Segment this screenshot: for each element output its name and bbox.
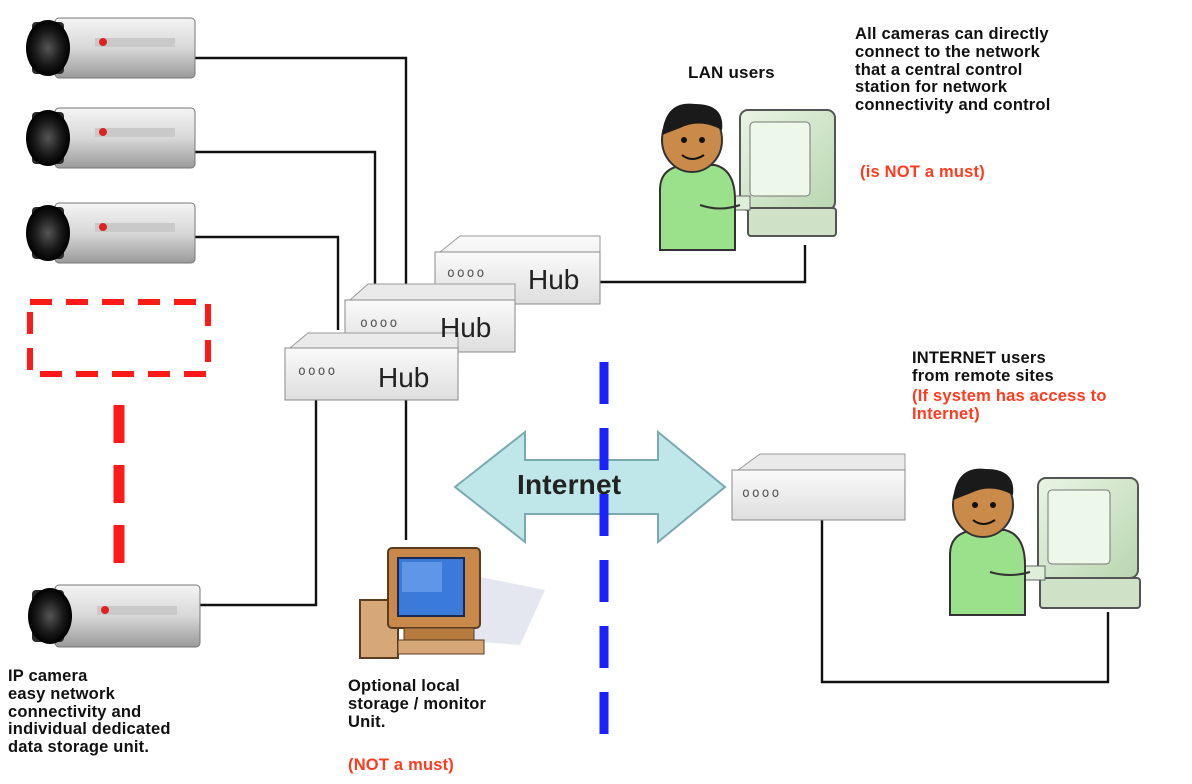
cable-router-internet-user — [820, 520, 1110, 684]
camera-caption-line-3: connectivity and — [8, 702, 142, 721]
placeholder-camera-box — [27, 299, 211, 377]
note-line-3: that a central control — [855, 60, 1023, 79]
storage-monitor-unit — [359, 547, 545, 659]
ip-camera-4 — [28, 584, 201, 648]
storage-caption-line-2: storage / monitor — [348, 694, 487, 713]
lan-user-illustration — [659, 103, 837, 251]
internet-router — [731, 453, 906, 521]
note-line-5: connectivity and control — [855, 96, 1051, 115]
hub-1-ports: oooo — [298, 364, 338, 379]
camera-caption-line-1: IP camera — [8, 667, 88, 685]
cable-camera-2 — [195, 150, 377, 285]
camera-caption-line-2: easy network — [8, 684, 115, 703]
ip-camera-2 — [26, 107, 196, 169]
cable-hub-lan — [600, 245, 807, 284]
ip-camera-1 — [26, 17, 196, 79]
storage-caption: Optional local storage / monitor Unit. — [348, 677, 487, 731]
storage-caption-line-1: Optional local — [348, 677, 460, 695]
lan-users-label: LAN users — [688, 63, 775, 82]
internet-user-illustration — [949, 468, 1141, 616]
internet-access-note: (If system has access to Internet) — [912, 387, 1107, 424]
camera-caption-line-5: data storage unit. — [8, 738, 150, 757]
note-line-2: connect to the network — [855, 42, 1040, 61]
hub-1 — [284, 332, 459, 401]
internet-access-line-1: (If system has access to — [912, 387, 1107, 405]
internet-arrow — [453, 429, 727, 545]
note-not-a-must: (is NOT a must) — [860, 163, 985, 181]
ip-camera-caption: IP camera easy network connectivity and … — [8, 667, 171, 757]
hub-3-label: Hub — [528, 264, 580, 295]
note-line-1: All cameras can directly — [855, 25, 1049, 43]
ip-camera-3 — [26, 202, 196, 264]
internet-label: Internet — [517, 469, 622, 500]
note-line-4: station for network — [855, 78, 1008, 97]
internet-users-label: INTERNET users from remote sites — [912, 349, 1054, 386]
camera-caption-line-4: individual dedicated — [8, 720, 171, 739]
cable-camera-3 — [195, 235, 340, 330]
network-note: All cameras can directly connect to the … — [855, 25, 1051, 115]
hub-1-label: Hub — [378, 362, 430, 393]
internet-access-line-2: Internet) — [912, 404, 980, 423]
cable-camera-4 — [195, 396, 318, 607]
storage-not-a-must: (NOT a must) — [348, 756, 454, 774]
storage-caption-line-3: Unit. — [348, 712, 386, 731]
router-ports: oooo — [742, 486, 782, 501]
hub-2-ports: oooo — [360, 316, 400, 331]
hub-3-ports: oooo — [447, 266, 487, 281]
internet-users-line-2: from remote sites — [912, 366, 1054, 385]
hub-2-label: Hub — [440, 312, 492, 343]
internet-users-line-1: INTERNET users — [912, 349, 1046, 367]
